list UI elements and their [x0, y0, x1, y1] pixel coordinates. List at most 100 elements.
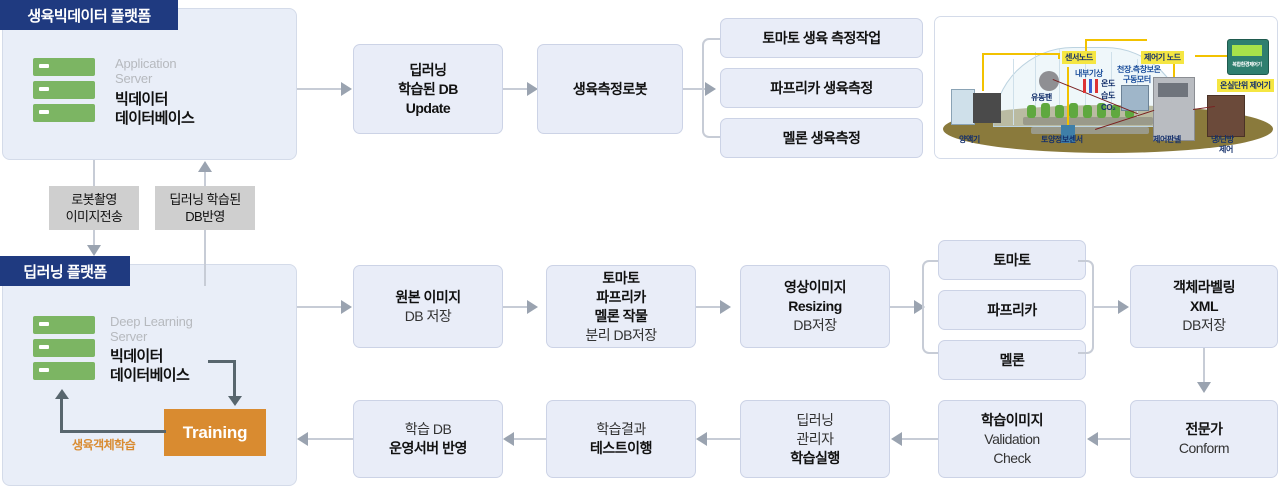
connector-row2-branch-arrow — [914, 300, 925, 314]
connector-row1-2-branch — [683, 88, 707, 90]
process-box-expert-conform[interactable]: 전문가 Conform — [1130, 400, 1278, 478]
process-box-deeplearning-db-update[interactable]: 딥러닝 학습된 DB Update — [353, 44, 503, 134]
connector-row2-2-3-arrow — [720, 300, 731, 314]
server-name-top-line1: 빅데이터 — [115, 91, 168, 108]
greenhouse-label-roof-side-insulation: 천장.측창보온 — [1117, 65, 1161, 74]
process-line: 파프리카 — [987, 301, 1037, 318]
greenhouse-label-circulation-fan: 유동팬 — [1031, 93, 1052, 102]
greenhouse-label-nutrient-supply: 양액기 — [959, 135, 980, 144]
process-line: 학습이미지 — [981, 411, 1043, 428]
connector-top-to-bottom-left-2 — [93, 230, 95, 246]
process-box-crop-separation-db-save[interactable]: 토마토 파프리카 멜론 작물 분리 DB저장 — [546, 265, 696, 348]
process-line: Update — [405, 99, 451, 116]
process-line: 토마토 — [602, 269, 640, 286]
process-box-crop-melon[interactable]: 멜론 — [938, 340, 1086, 380]
process-box-image-resizing-db-save[interactable]: 영상이미지 Resizing DB저장 — [740, 265, 890, 348]
greenhouse-temp-bar-1 — [1083, 79, 1086, 93]
connector-panel-to-row1-arrow — [341, 82, 352, 96]
greenhouse-circulation-fan — [1039, 71, 1059, 91]
connector-xml-to-conform-arrow — [1197, 382, 1211, 393]
greenhouse-label-co2: CO₂ — [1101, 103, 1116, 112]
process-box-training-db-operation-server[interactable]: 학습 DB 운영서버 반영 — [353, 400, 503, 478]
process-line: 토마토 생육 측정작업 — [762, 29, 881, 46]
connector-bottom-to-top-right — [204, 230, 206, 286]
greenhouse-temp-bar-2 — [1089, 79, 1092, 93]
process-line: 멜론 — [999, 351, 1025, 368]
greenhouse-nutrient-tanks — [973, 93, 1001, 123]
connector-row1-1-2-arrow — [527, 82, 538, 96]
server-rack-icon-top — [33, 58, 95, 123]
greenhouse-label-control: 제어 — [1219, 145, 1233, 154]
greenhouse-nutrient-device — [951, 89, 975, 125]
process-line: 학습 DB — [404, 421, 452, 437]
connector-row3-validation-to-training-exec-arrow — [891, 432, 902, 446]
process-line: 테스트이행 — [590, 440, 652, 456]
process-box-melon-growth-measurement[interactable]: 멜론 생육측정 — [720, 118, 923, 158]
process-line: 운영서버 반영 — [389, 440, 467, 456]
training-box[interactable]: Training — [164, 409, 266, 456]
process-line: Check — [993, 449, 1031, 466]
process-line: 객체라벨링 — [1173, 279, 1235, 295]
greenhouse-controller-caption: 복합환경제어기 — [1232, 62, 1262, 68]
server-name-bottom-line1: 빅데이터 — [110, 348, 163, 365]
connector-training-loop-arrow — [55, 389, 69, 399]
process-box-tomato-growth-measurement-task[interactable]: 토마토 생육 측정작업 — [720, 18, 923, 58]
greenhouse-label-cooling-heating: 냉/난방 — [1211, 135, 1234, 144]
process-box-crop-paprika[interactable]: 파프리카 — [938, 290, 1086, 330]
connector-row2-1-2-arrow — [527, 300, 538, 314]
greenhouse-label-soil-sensor: 토양정보센서 — [1041, 135, 1083, 144]
connector-training-loop-h — [60, 430, 166, 433]
connector-row3-test-to-opserver-arrow — [503, 432, 514, 446]
process-line: Validation — [984, 430, 1040, 447]
process-line: 멜론 생육측정 — [782, 129, 861, 146]
process-box-object-labeling-xml[interactable]: 객체라벨링 XML DB저장 — [1130, 265, 1278, 348]
process-line: 딥러닝 — [409, 61, 447, 78]
greenhouse-motor-device — [1121, 85, 1149, 111]
connector-row2-merge-to-xml — [1094, 306, 1120, 308]
process-box-training-result-test-execution[interactable]: 학습결과 테스트이행 — [546, 400, 696, 478]
connector-training-loop-v — [60, 398, 63, 432]
greenhouse-control-panel-screen — [1158, 83, 1188, 97]
connector-bottom-to-top-right-arrow — [198, 161, 212, 172]
connector-label-db-reflect-line1: 딥러닝 학습된 — [169, 192, 241, 207]
greenhouse-soil-sensor — [1061, 125, 1075, 143]
process-box-growth-measuring-robot[interactable]: 생육측정로봇 — [537, 44, 683, 134]
process-line: 멜론 작물 — [594, 307, 648, 324]
connector-row3-training-exec-to-test-arrow — [696, 432, 707, 446]
connector-row2-merge-bracket — [1078, 260, 1094, 354]
connector-row3-validation-to-training-exec — [902, 438, 938, 440]
server-name-bottom-line2: 데이터베이스 — [110, 367, 190, 384]
connector-row3-opserver-to-panel-arrow — [297, 432, 308, 446]
connector-row3-conform-to-validation-arrow — [1087, 432, 1098, 446]
connector-db-to-training-arrow — [228, 396, 242, 406]
greenhouse-label-control-panel: 제어판넬 — [1153, 135, 1181, 144]
panel-deeplearning-platform-title: 딥러닝 플랫폼 — [0, 256, 130, 286]
greenhouse-label-temperature: 온도 — [1101, 79, 1115, 88]
connector-panel-to-row2 — [297, 306, 341, 308]
connector-row3-conform-to-validation — [1098, 438, 1130, 440]
process-line: DB저장 — [1182, 317, 1226, 333]
server-caption-bottom-line1: Deep Learning — [110, 314, 193, 329]
connector-panel-to-row1 — [297, 88, 341, 90]
process-line: XML — [1189, 298, 1219, 314]
process-box-deeplearning-manager-training-exec[interactable]: 딥러닝 관리자 학습실행 — [740, 400, 890, 478]
process-box-crop-tomato[interactable]: 토마토 — [938, 240, 1086, 280]
connector-row2-split-bracket — [922, 260, 938, 354]
training-loop-label: 생육객체학습 — [72, 438, 136, 452]
connector-label-robot-image-transfer-line1: 로봇촬영 — [71, 192, 117, 207]
connector-row2-2-3 — [696, 306, 720, 308]
connector-label-db-reflect: 딥러닝 학습된 DB반영 — [155, 186, 255, 230]
connector-row2-3-branch — [890, 306, 914, 308]
greenhouse-label-drive-motor: 구동모터 — [1123, 75, 1151, 84]
greenhouse-tag-sensor-node: 센서노드 — [1062, 51, 1096, 64]
process-line: 학습결과 — [596, 421, 646, 437]
connector-row1-1-2 — [503, 88, 527, 90]
process-box-training-image-validation-check[interactable]: 학습이미지 Validation Check — [938, 400, 1086, 478]
process-box-paprika-growth-measurement[interactable]: 파프리카 생육측정 — [720, 68, 923, 108]
greenhouse-temp-bar-3 — [1095, 79, 1098, 93]
connector-label-robot-image-transfer-line2: 이미지전송 — [65, 209, 123, 224]
connector-label-db-reflect-line2: DB반영 — [185, 209, 225, 224]
connector-row3-training-exec-to-test — [707, 438, 740, 440]
process-box-original-image-db-save[interactable]: 원본 이미지 DB 저장 — [353, 265, 503, 348]
